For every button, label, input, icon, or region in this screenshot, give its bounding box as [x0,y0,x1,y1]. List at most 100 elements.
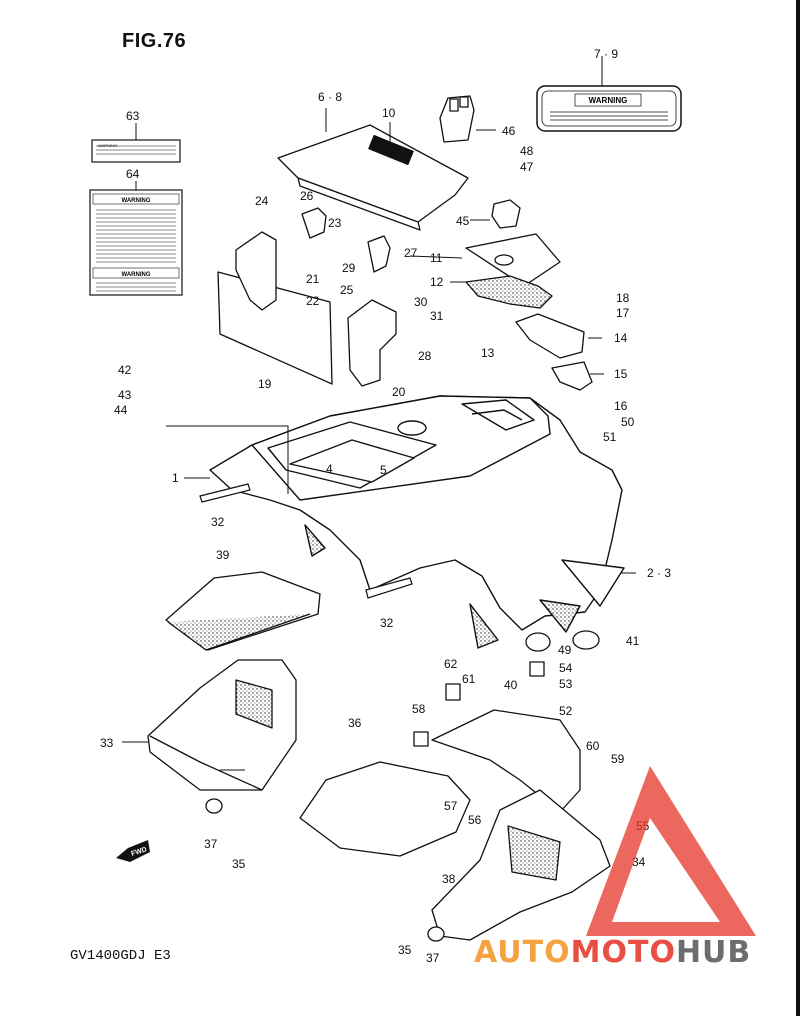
callout-35-upper: 35 [232,857,246,871]
watermark-moto: MOTO [571,935,676,970]
callout-57: 57 [444,799,458,813]
key-lock [491,199,521,229]
callout-17: 17 [616,306,630,320]
callout-27: 27 [404,246,418,260]
callout-39: 39 [216,548,230,562]
clip-27 [367,235,391,273]
warning-plate: WARNING [536,85,682,132]
callout-6-8: 6 · 8 [318,90,342,104]
trim-32-lower [365,577,413,599]
callout-19: 19 [258,377,272,391]
callout-62: 62 [444,657,458,671]
callout-46: 46 [502,124,516,138]
figure-title: FIG.76 [122,30,187,52]
rear-fender [209,395,625,649]
callout-31: 31 [430,309,444,323]
upper-assembly [217,95,593,391]
callout-45: 45 [456,214,470,228]
callout-59: 59 [611,752,625,766]
grommet-37-upper [205,798,223,814]
callout-26: 26 [300,189,314,203]
callout-51: 51 [603,430,617,444]
callout-24: 24 [255,194,269,208]
callout-52: 52 [559,704,573,718]
watermark-logo: AUTOMOTOHUB [474,766,756,970]
callout-34: 34 [632,855,646,869]
fwd-label: FWD [130,846,147,858]
grommet-49 [525,632,551,652]
callout-50: 50 [621,415,635,429]
trim-32-upper [199,483,251,503]
clip-26 [301,207,327,239]
callout-37-lower: 37 [426,951,440,965]
callout-33: 33 [100,736,114,750]
lower-assembly [147,571,611,942]
callout-1: 1 [172,471,179,485]
leader-lines [122,56,636,771]
watermark-text: AUTOMOTOHUB [474,935,751,970]
callout-16: 16 [614,399,628,413]
callout-4: 4 [326,462,333,476]
callout-10: 10 [382,106,396,120]
collar-58 [413,731,429,747]
callout-49: 49 [558,643,572,657]
callout-30: 30 [414,295,428,309]
callout-18: 18 [616,291,630,305]
callout-37-upper: 37 [204,837,218,851]
small-label-text: WARNING [98,143,117,148]
callout-29: 29 [342,261,356,275]
callout-43: 43 [118,388,132,402]
warning-label-small: WARNING [91,139,181,163]
callout-58: 58 [412,702,426,716]
warning-label-large: WARNING WARNING [89,189,183,296]
callout-25: 25 [340,283,354,297]
bracket-25 [347,299,397,387]
callout-28: 28 [418,349,432,363]
callout-54: 54 [559,661,573,675]
callout-15: 15 [614,367,628,381]
callout-41: 41 [626,634,640,648]
callout-12: 12 [430,275,444,289]
bracket-15 [551,361,593,391]
callout-60: 60 [586,739,600,753]
callout-61: 61 [462,672,476,686]
bracket-40 [431,709,581,813]
callout-2-3: 2 · 3 [647,566,671,580]
hinge-14 [515,313,585,359]
callout-32-lower: 32 [380,616,394,630]
watermark-triangle-icon [586,766,756,936]
callout-56: 56 [468,813,482,827]
callout-11: 11 [430,251,443,265]
callout-numbers: 1 2 · 3 4 5 6 · 8 7 · 9 10 11 12 13 14 1… [100,47,671,965]
bracket-24 [235,231,277,311]
callout-64: 64 [126,167,140,181]
collar-54 [529,661,545,677]
callout-21: 21 [306,272,320,286]
grommet-41 [572,630,600,650]
edge-trims [199,483,413,599]
watermark-hub: HUB [676,935,751,970]
callout-23: 23 [328,216,342,230]
callout-32-upper: 32 [211,515,225,529]
grommet-37-lower [427,926,445,942]
page-edge [796,0,800,1016]
cover-36 [299,761,471,857]
callout-48: 48 [520,144,534,158]
callout-20: 20 [392,385,406,399]
callout-36: 36 [348,716,362,730]
collar-62 [445,683,461,701]
callout-5: 5 [380,463,387,477]
fwd-arrow-icon: FWD [116,840,150,862]
plate-text: WARNING [589,96,628,105]
callout-53: 53 [559,677,573,691]
callout-35-lower: 35 [398,943,412,957]
callout-7-9: 7 · 9 [594,47,618,61]
callout-63: 63 [126,109,140,123]
callout-38: 38 [442,872,456,886]
callout-14: 14 [614,331,628,345]
watermark-auto: AUTO [474,935,571,970]
callout-13: 13 [481,346,495,360]
pad-12 [465,275,553,309]
panel-19 [217,271,333,385]
